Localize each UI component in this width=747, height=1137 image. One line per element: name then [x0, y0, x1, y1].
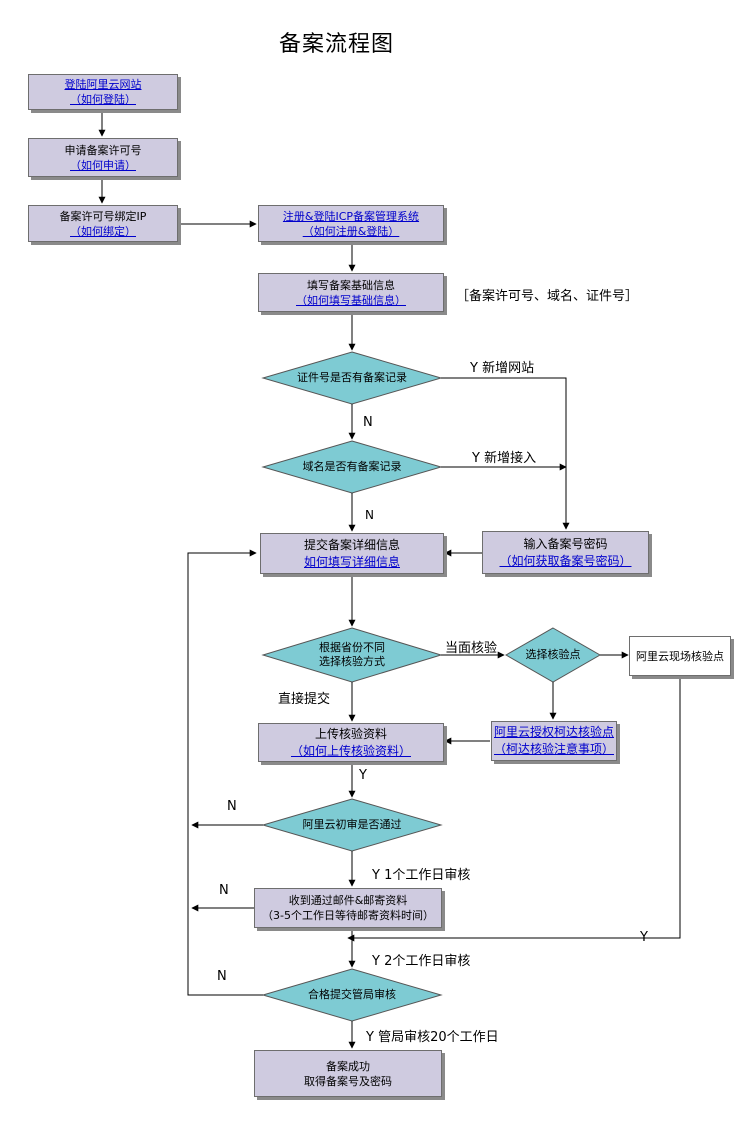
decision-method-line1: 根据省份不同	[319, 641, 385, 654]
page-title: 备案流程图	[278, 32, 394, 57]
kodak-notes-link[interactable]: （柯达核验注意事项）	[493, 742, 614, 756]
onsite-check-point-label: 阿里云现场核验点	[636, 649, 724, 663]
how-to-upload-link[interactable]: （如何上传核验资料）	[290, 743, 411, 758]
mail-wait-time-label: （3-5个工作日等待邮寄资料时间）	[262, 909, 434, 922]
input-password-step: 输入备案号密码 （如何获取备案号密码）	[482, 531, 649, 574]
decision-cert-record: 证件号是否有备案记录	[297, 371, 407, 384]
how-to-register-link[interactable]: （如何注册&登陆）	[302, 224, 400, 238]
upload-materials-step: 上传核验资料 （如何上传核验资料）	[258, 723, 444, 762]
submit-detail-label: 提交备案详细信息	[303, 537, 400, 552]
label-direct-submit: 直接提交	[278, 692, 331, 707]
get-number-label: 取得备案号及密码	[304, 1074, 392, 1088]
basic-info-note: ［备案许可号、域名、证件号］	[456, 289, 639, 304]
apply-license-step: 申请备案许可号 （如何申请）	[28, 138, 178, 177]
label-n-bureau: N	[217, 969, 227, 984]
decision-domain-record: 域名是否有备案记录	[302, 460, 402, 473]
how-to-bind-link[interactable]: （如何绑定）	[70, 224, 136, 238]
decision-select-point: 选择核验点	[525, 648, 581, 661]
label-y-onsite: Y	[640, 930, 648, 945]
label-n-first-review: N	[227, 799, 237, 814]
onsite-check-point: 阿里云现场核验点	[629, 636, 731, 676]
login-link[interactable]: 登陆阿里云网站	[64, 78, 142, 91]
filing-success-step: 备案成功 取得备案号及密码	[254, 1050, 442, 1097]
apply-license-label: 申请备案许可号	[64, 143, 142, 157]
how-to-get-password-link[interactable]: （如何获取备案号密码）	[499, 553, 632, 568]
bind-ip-label: 备案许可号绑定IP	[59, 209, 147, 223]
label-face-check: 当面核验	[445, 641, 498, 656]
input-password-label: 输入备案号密码	[523, 536, 608, 551]
how-to-fill-detail-link[interactable]: 如何填写详细信息	[303, 554, 400, 569]
decision-first-review: 阿里云初审是否通过	[302, 818, 402, 831]
decision-method-line2: 选择核验方式	[319, 655, 385, 668]
how-to-apply-link[interactable]: （如何申请）	[70, 158, 136, 172]
register-icp-link[interactable]: 注册&登陆ICP备案管理系统	[282, 209, 420, 223]
label-n-mail: N	[219, 883, 229, 898]
label-n-cert: N	[363, 415, 373, 430]
fill-basic-info-step: 填写备案基础信息 （如何填写基础信息）	[258, 273, 444, 312]
upload-materials-label: 上传核验资料	[314, 726, 387, 741]
login-step[interactable]: 登陆阿里云网站 （如何登陆）	[28, 74, 178, 110]
how-to-login-link[interactable]: （如何登陆）	[70, 93, 136, 106]
label-new-site: Y 新增网站	[470, 361, 535, 376]
register-icp-system-step[interactable]: 注册&登陆ICP备案管理系统 （如何注册&登陆）	[258, 205, 444, 242]
decision-bureau-review: 合格提交管局审核	[308, 988, 396, 1001]
authorized-check-point[interactable]: 阿里云授权柯达核验点 （柯达核验注意事项）	[491, 721, 617, 761]
submit-detail-info-step: 提交备案详细信息 如何填写详细信息	[260, 533, 444, 574]
label-y-bureau: Y 管局审核20个工作日	[366, 1030, 499, 1045]
authorized-point-link[interactable]: 阿里云授权柯达核验点	[493, 725, 614, 739]
label-new-access: Y 新增接入	[472, 451, 537, 466]
decision-verification-method: 根据省份不同 选择核验方式	[319, 641, 385, 669]
label-y-mail: Y 2个工作日审核	[372, 954, 471, 969]
label-y-first-review: Y 1个工作日审核	[372, 868, 471, 883]
label-y-upload: Y	[359, 768, 367, 783]
how-to-fill-basic-link[interactable]: （如何填写基础信息）	[296, 293, 406, 307]
receive-mail-label: 收到通过邮件&邮寄资料	[288, 894, 408, 907]
receive-mail-step: 收到通过邮件&邮寄资料 （3-5个工作日等待邮寄资料时间）	[254, 888, 442, 928]
fill-basic-info-label: 填写备案基础信息	[307, 278, 395, 292]
filing-success-label: 备案成功	[326, 1059, 370, 1073]
label-n-domain: N	[365, 508, 374, 522]
bind-ip-step: 备案许可号绑定IP （如何绑定）	[28, 205, 178, 242]
